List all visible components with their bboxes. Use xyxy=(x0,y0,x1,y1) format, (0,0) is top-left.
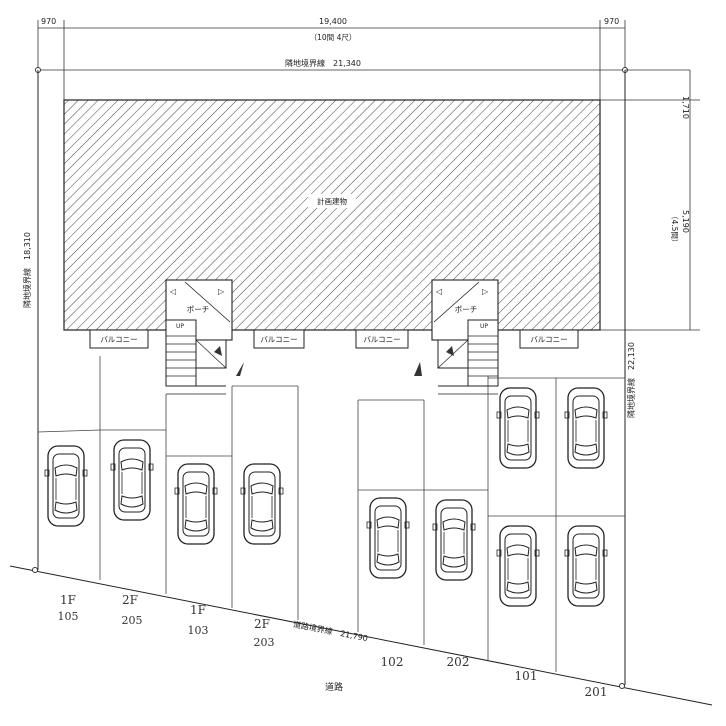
left-porch-label: ポーチ xyxy=(187,305,210,314)
parking-room-label: 205 xyxy=(122,614,143,627)
balcony-label: バルコニー xyxy=(363,335,400,344)
parking-room-label: 202 xyxy=(447,655,470,669)
balcony-label: バルコニー xyxy=(530,335,567,344)
building-width-note: （10間 4尺） xyxy=(310,33,357,42)
parking-lines xyxy=(37,356,625,672)
left-boundary-label: 隣地境界線 18,310 xyxy=(22,232,32,308)
left-porch: ◁ ▷ xyxy=(165,279,233,395)
entry-arrow xyxy=(214,346,222,356)
road-label: 道路 xyxy=(325,681,343,693)
balcony xyxy=(519,329,579,349)
entry-arrow xyxy=(236,362,244,376)
parking-floor-label: 1F xyxy=(60,593,76,607)
balcony xyxy=(89,329,149,349)
entry-arrow xyxy=(414,362,422,376)
svg-text:◁: ◁ xyxy=(435,287,442,296)
balcony xyxy=(355,329,409,349)
parking-floor-label: 2F xyxy=(254,617,270,631)
parked-cars xyxy=(44,387,608,607)
right-boundary-label: 隣地境界線 22,130 xyxy=(626,342,636,418)
top-dimension-lines xyxy=(37,20,626,100)
boundary-point xyxy=(619,683,625,689)
svg-text:▷: ▷ xyxy=(482,287,489,296)
north-boundary-label: 隣地境界線 21,340 xyxy=(285,58,361,68)
right-up-label: UP xyxy=(480,323,488,330)
entry-arrow xyxy=(446,346,454,356)
parking-room-label: 103 xyxy=(188,624,209,637)
svg-text:▷: ▷ xyxy=(218,287,225,296)
right-depth-note: （4.5間） xyxy=(670,212,679,246)
site-boundary xyxy=(9,70,713,706)
left-up-label: UP xyxy=(176,323,184,330)
parking-floor-label: 1F xyxy=(190,603,206,617)
parking-room-label: 203 xyxy=(254,636,275,649)
left-setback-label: 970 xyxy=(41,17,56,26)
right-top-label: 1,710 xyxy=(681,96,690,119)
balcony xyxy=(253,329,305,349)
parking-room-label: 105 xyxy=(58,610,79,623)
parking-room-label: 201 xyxy=(585,685,608,699)
parking-room-label: 101 xyxy=(515,669,538,683)
planned-building xyxy=(63,99,601,331)
road-boundary-label: 道路境界線 21,790 xyxy=(292,619,369,643)
parking-floor-label: 2F xyxy=(122,593,138,607)
balcony-label: バルコニー xyxy=(260,335,297,344)
right-depth-label: 5,190 xyxy=(681,210,690,233)
right-porch-label: ポーチ xyxy=(455,305,478,314)
building-label: 計画建物 xyxy=(317,196,347,206)
balcony-label: バルコニー xyxy=(100,335,137,344)
right-setback-label: 970 xyxy=(604,17,619,26)
building-label-bg xyxy=(308,194,356,208)
building-width-label: 19,400 xyxy=(319,17,347,26)
parking-room-label: 102 xyxy=(381,655,404,669)
right-porch: ◁ ▷ xyxy=(431,279,499,395)
boundary-point xyxy=(32,567,38,573)
svg-text:◁: ◁ xyxy=(169,287,176,296)
right-dimension-lines xyxy=(600,69,700,331)
